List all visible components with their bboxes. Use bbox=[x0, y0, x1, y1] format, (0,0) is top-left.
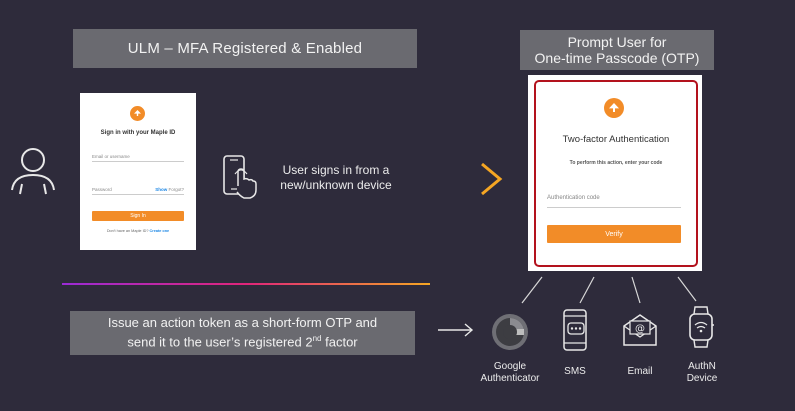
smartwatch-icon bbox=[689, 306, 714, 348]
password-placeholder: Password bbox=[92, 187, 112, 192]
authentication-code-placeholder: Authentication code bbox=[547, 195, 600, 201]
connector-email bbox=[631, 276, 641, 304]
username-field[interactable]: Email or username bbox=[92, 154, 184, 162]
otp-banner-line1: Prompt User for bbox=[567, 34, 667, 50]
show-forgot-links[interactable]: Show Forgot? bbox=[155, 187, 184, 192]
otp-heading: Two-factor Authentication bbox=[562, 134, 670, 145]
username-placeholder: Email or username bbox=[92, 154, 130, 159]
connector-google bbox=[521, 276, 543, 304]
title-text: ULM – MFA Registered & Enabled bbox=[127, 40, 363, 57]
connector-sms bbox=[579, 276, 595, 304]
gradient-divider bbox=[62, 283, 430, 285]
sign-in-caption-line1: User signs in from a bbox=[282, 163, 390, 177]
factor-label-email: Email bbox=[627, 366, 653, 377]
issue-line2: send it to the user’s registered 2nd fac… bbox=[127, 334, 358, 350]
gradient-arrow bbox=[436, 162, 503, 196]
sms-phone-icon bbox=[563, 309, 587, 351]
connector-device bbox=[677, 276, 697, 302]
otp-prompt-banner: Prompt User for One-time Passcode (OTP) bbox=[520, 30, 714, 70]
title-banner: ULM – MFA Registered & Enabled bbox=[73, 29, 417, 68]
otp-banner-line2: One-time Passcode (OTP) bbox=[534, 50, 700, 66]
factor-label-device: AuthN Device bbox=[686, 361, 718, 384]
factor-label-google: Google Authenticator bbox=[480, 361, 540, 384]
password-field[interactable]: Password Show Forgot? bbox=[92, 187, 184, 195]
svg-text:@: @ bbox=[635, 324, 645, 335]
thin-arrow bbox=[438, 323, 474, 337]
issue-line1: Issue an action token as a short-form OT… bbox=[107, 315, 378, 331]
maple-logo-icon bbox=[130, 106, 145, 121]
sign-in-heading: Sign in with your Maple ID bbox=[100, 130, 176, 136]
otp-card: Two-factor Authentication To perform thi… bbox=[534, 80, 698, 267]
touch-phone-icon bbox=[223, 155, 257, 199]
email-icon: @ bbox=[623, 314, 657, 346]
issue-token-banner: Issue an action token as a short-form OT… bbox=[70, 311, 415, 355]
authentication-code-field[interactable]: Authentication code bbox=[547, 195, 681, 208]
user-icon bbox=[11, 148, 55, 195]
sign-in-card: Sign in with your Maple ID Email or user… bbox=[80, 93, 196, 250]
maple-logo-icon bbox=[604, 98, 624, 118]
otp-subheading: To perform this action, enter your code bbox=[569, 160, 663, 166]
sign-in-caption: User signs in from a new/unknown device bbox=[266, 163, 406, 193]
verify-button[interactable]: Verify bbox=[547, 225, 681, 243]
google-authenticator-icon bbox=[492, 314, 528, 350]
sign-in-caption-line2: new/unknown device bbox=[280, 178, 392, 192]
create-account-link[interactable]: Create one bbox=[149, 229, 170, 233]
create-account-footer: Don't have an Maple ID? Create one bbox=[106, 229, 170, 233]
sign-in-button[interactable]: Sign In bbox=[92, 211, 184, 221]
factor-label-sms: SMS bbox=[564, 366, 586, 377]
